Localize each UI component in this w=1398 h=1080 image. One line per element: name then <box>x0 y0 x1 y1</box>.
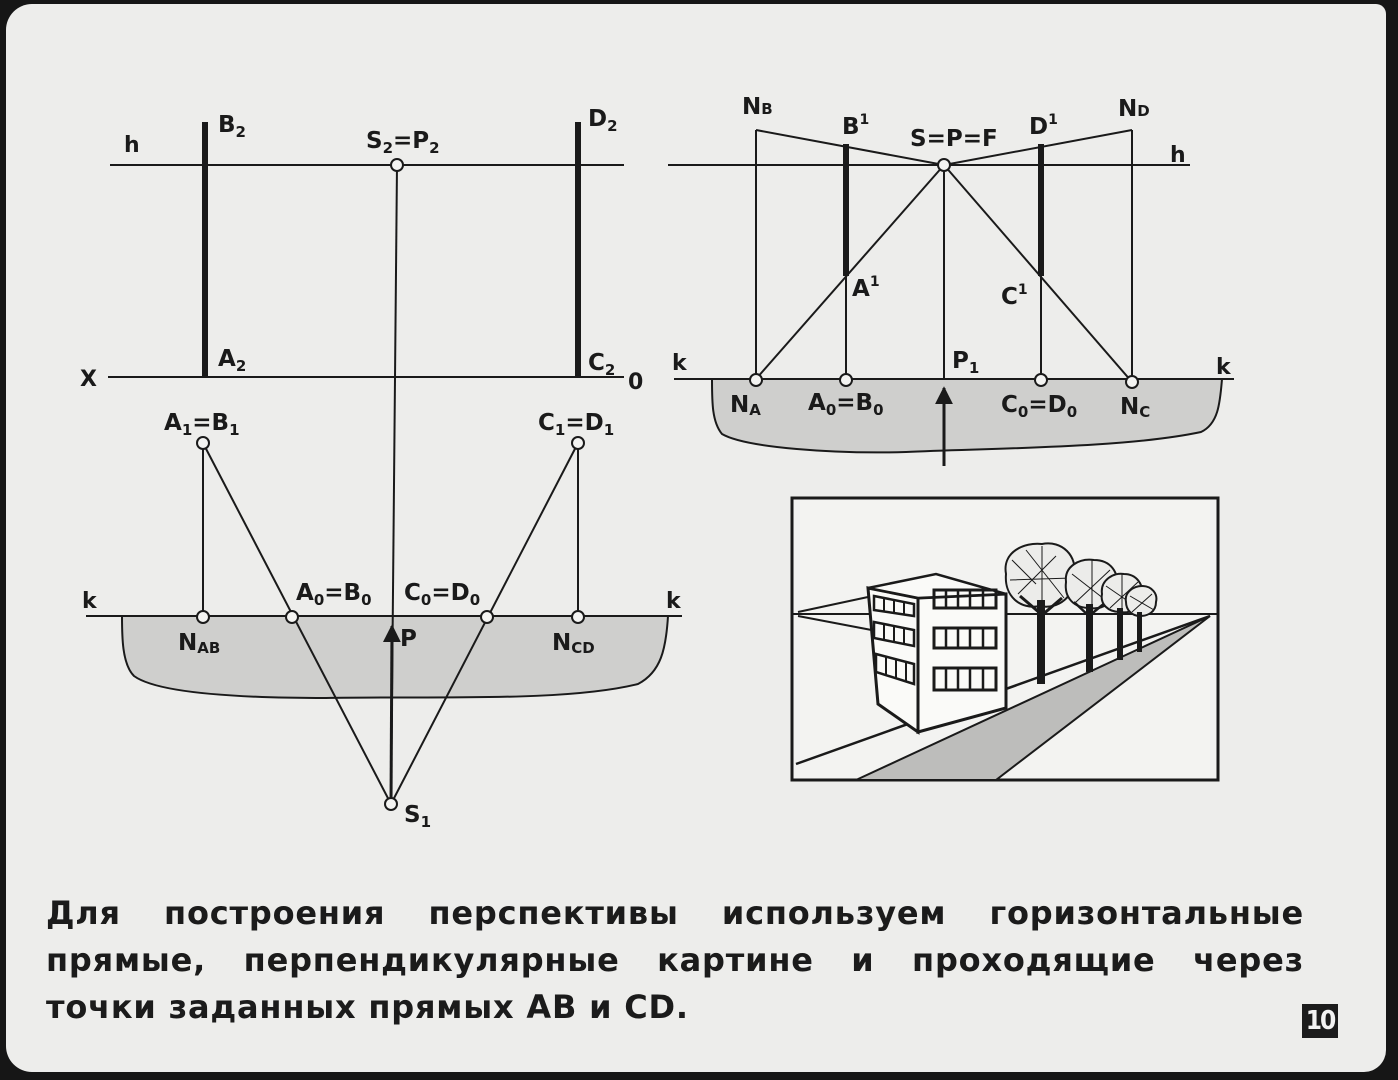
label-k-left-2: k <box>666 589 682 614</box>
label-p1: P1 <box>952 348 979 377</box>
label-ncd: NCD <box>552 630 595 657</box>
caption-line-3: точки заданных прямых AB и CD. <box>46 988 689 1026</box>
left-ground-region <box>120 615 670 700</box>
label-a0-b0-right: A0=B0 <box>808 390 884 419</box>
label-nd: ND <box>1118 96 1150 122</box>
label-nc: NC <box>1120 394 1150 421</box>
label-c0-d0-left: C0=D0 <box>404 580 480 609</box>
point-c0-right <box>1034 373 1048 387</box>
arrow-p <box>382 624 401 805</box>
perspective-diagram: h X 0 B2 S2=P2 D2 A2 C2 A1=B1 C1=D1 k k … <box>80 94 1234 831</box>
page-number: 10 <box>1302 1004 1338 1038</box>
ray-s-na <box>755 164 945 380</box>
point-a0 <box>285 610 299 624</box>
point-c1 <box>571 436 585 450</box>
label-o: 0 <box>628 370 643 395</box>
point-s2 <box>390 158 404 172</box>
label-x: X <box>80 367 97 392</box>
label-k-right-2: k <box>1216 355 1232 380</box>
label-c2: C2 <box>588 350 615 379</box>
point-s1 <box>384 797 398 811</box>
point-nab <box>196 610 210 624</box>
label-a0-b0-left: A0=B0 <box>296 580 372 609</box>
point-a0-right <box>839 373 853 387</box>
label-b2: B2 <box>218 112 246 141</box>
label-k-right-1: k <box>672 351 688 376</box>
label-c0-d0-right: C0=D0 <box>1001 392 1077 421</box>
label-k-left-1: k <box>82 589 98 614</box>
ray-a1-s1 <box>202 442 392 805</box>
right-perspective: NB B1 S=P=F D1 ND h A1 C1 k k P1 NA A0=B… <box>668 94 1234 466</box>
label-s-p-f: S=P=F <box>910 126 998 152</box>
label-b1-prime: B1 <box>842 112 869 140</box>
street-perspective-illustration <box>790 496 1220 782</box>
label-c1-prime: C1 <box>1001 282 1028 310</box>
tree-1 <box>1004 542 1076 684</box>
label-nb: NB <box>742 94 773 120</box>
label-s1: S1 <box>404 802 431 831</box>
slide: h X 0 B2 S2=P2 D2 A2 C2 A1=B1 C1=D1 k k … <box>6 4 1386 1072</box>
label-h-left: h <box>124 133 140 158</box>
building <box>866 572 1008 735</box>
label-na: NA <box>730 392 761 419</box>
left-construction: h X 0 B2 S2=P2 D2 A2 C2 A1=B1 C1=D1 k k … <box>80 106 682 831</box>
caption-line-2: прямые, перпендикулярные картине и прохо… <box>46 941 1304 979</box>
illustration-left-ray-bottom <box>797 615 883 633</box>
label-d2: D2 <box>588 106 618 135</box>
trees <box>1004 542 1158 684</box>
caption: Для построения перспективы используем го… <box>46 890 1304 1031</box>
tree-4 <box>1124 584 1158 652</box>
label-p: P <box>400 626 417 652</box>
point-ncd <box>571 610 585 624</box>
point-nc <box>1125 375 1139 389</box>
label-c1-d1: C1=D1 <box>538 410 614 439</box>
label-a1-b1: A1=B1 <box>164 410 240 439</box>
point-c0 <box>480 610 494 624</box>
label-a2: A2 <box>218 346 246 375</box>
label-s2-p2: S2=P2 <box>366 128 440 157</box>
point-s <box>937 158 951 172</box>
point-a1 <box>196 436 210 450</box>
caption-line-1: Для построения перспективы используем го… <box>46 894 1304 932</box>
label-nab: NAB <box>178 630 220 657</box>
line-nb-s <box>755 129 945 166</box>
right-ground-region <box>710 378 1224 454</box>
point-na <box>749 373 763 387</box>
label-a1-prime: A1 <box>852 274 880 302</box>
label-h-right: h <box>1170 143 1186 168</box>
label-d1-prime: D1 <box>1029 112 1058 140</box>
